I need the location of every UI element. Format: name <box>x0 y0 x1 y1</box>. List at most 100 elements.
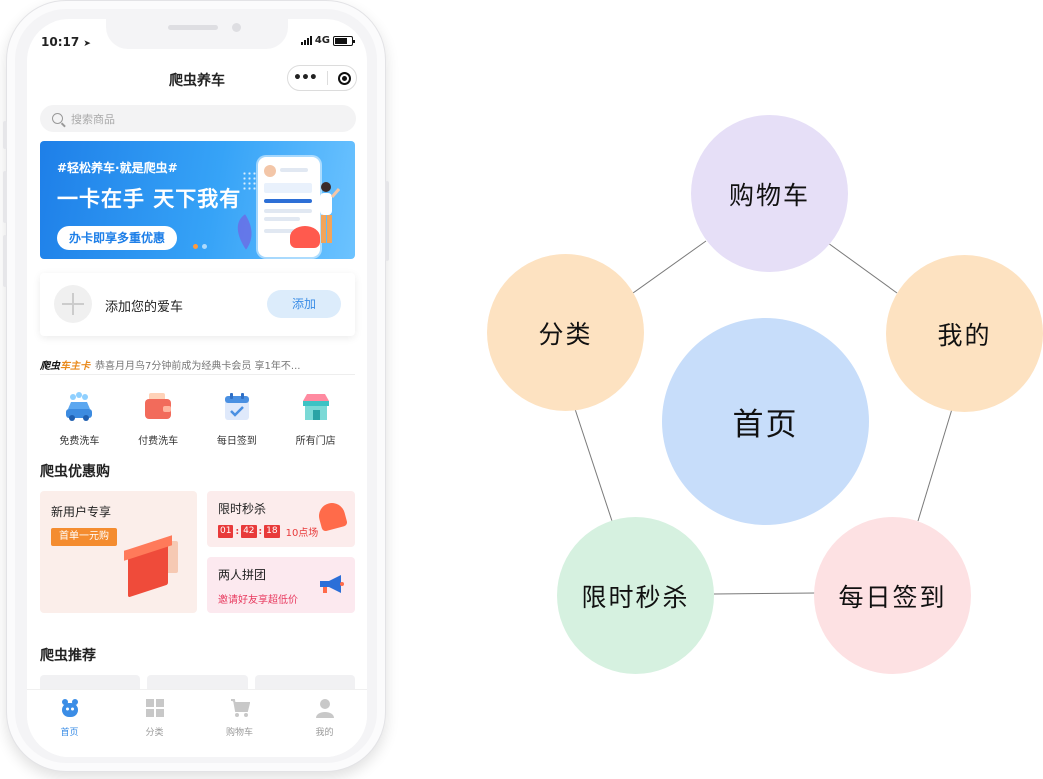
edge-cart-mine <box>827 242 898 294</box>
banner-dot[interactable] <box>202 244 207 249</box>
search-icon <box>52 113 63 124</box>
banner-pagination <box>193 244 207 249</box>
search-input[interactable]: 搜索商品 <box>40 105 356 132</box>
megaphone-icon <box>320 575 344 593</box>
volume-down-button <box>3 235 7 287</box>
notch <box>106 19 288 49</box>
signal-icon <box>300 36 312 45</box>
quick-entry-grid: 免费洗车 付费洗车 每日签到 <box>40 391 355 447</box>
node-flash-sale: 限时秒杀 <box>557 517 714 674</box>
edge-flash-category <box>574 408 613 522</box>
tab-label: 购物车 <box>225 728 253 738</box>
free-wash-icon <box>66 392 93 421</box>
banner-cta-button[interactable]: 办卡即享多重优惠 <box>57 226 178 250</box>
banner-plant-illustration <box>237 214 252 250</box>
add-car-card[interactable]: 添加您的爱车 添加 <box>40 273 355 336</box>
edge-category-cart <box>632 240 707 294</box>
countdown-hours: 01 <box>218 525 234 538</box>
banner-title: 一卡在手 天下我有 <box>57 187 242 211</box>
network-type: 4G <box>314 35 330 46</box>
node-daily-checkin-label: 每日签到 <box>838 582 947 612</box>
more-icon[interactable]: ••• <box>293 70 318 86</box>
banner-person-illustration <box>320 182 340 243</box>
status-time: 10:17 ➤ <box>41 35 91 49</box>
edge-checkin-flash <box>713 592 817 595</box>
mute-switch <box>3 121 7 149</box>
new-user-title: 新用户专享 <box>51 505 112 519</box>
quick-paid-wash[interactable]: 付费洗车 <box>123 391 193 447</box>
group-buy-card[interactable]: 两人拼团 邀请好友享超低价 <box>207 557 355 613</box>
node-mine-label: 我的 <box>937 320 992 350</box>
new-user-deal-card[interactable]: 新用户专享 首单一元购 <box>40 491 197 613</box>
profile-icon <box>315 699 334 718</box>
banner-dot[interactable] <box>193 244 198 249</box>
node-mine: 我的 <box>886 255 1043 412</box>
edge-mine-checkin <box>917 408 953 522</box>
node-cart-label: 购物车 <box>728 180 810 210</box>
power-button <box>385 181 389 261</box>
recommend-section-title: 爬虫推荐 <box>40 648 96 664</box>
node-category-label: 分类 <box>538 319 593 349</box>
quick-label: 每日签到 <box>216 436 257 447</box>
tab-label: 我的 <box>315 728 334 738</box>
tab-home[interactable]: 首页 <box>40 698 100 757</box>
quick-label: 所有门店 <box>295 436 336 447</box>
banner-tag: #轻松养车·就是爬虫# <box>57 161 178 175</box>
tab-cart[interactable]: 购物车 <box>210 698 270 757</box>
add-car-plus-icon[interactable] <box>54 285 92 323</box>
calendar-check-icon <box>224 393 249 420</box>
owner-card-logo: 爬虫车主卡 <box>40 361 90 372</box>
flash-sale-session: 10点场 <box>285 528 319 539</box>
store-icon <box>302 394 329 420</box>
add-car-button[interactable]: 添加 <box>267 290 341 318</box>
quick-label: 付费洗车 <box>138 436 179 447</box>
location-arrow-icon: ➤ <box>83 39 91 49</box>
quick-free-wash[interactable]: 免费洗车 <box>44 391 114 447</box>
banner-money-bag-illustration <box>290 226 320 248</box>
quick-all-stores[interactable]: 所有门店 <box>281 391 351 447</box>
flash-sale-countdown: 01 : 42 : 18 10点场 <box>218 524 318 539</box>
camera <box>232 23 241 32</box>
quick-daily-checkin[interactable]: 每日签到 <box>202 391 272 447</box>
close-mini-program-icon[interactable] <box>337 71 351 85</box>
category-icon <box>145 699 164 717</box>
tab-label: 分类 <box>145 728 164 738</box>
phone-screen: 10:17 ➤ 4G 爬虫养车 ••• 搜索商品 #轻松养车·就是爬虫# 一卡在… <box>27 19 367 757</box>
mini-program-capsule: ••• <box>287 65 357 91</box>
countdown-seconds: 18 <box>264 525 280 538</box>
node-home-label: 首页 <box>732 407 799 443</box>
group-buy-subtitle: 邀请好友享超低价 <box>218 595 298 606</box>
flash-sale-title: 限时秒杀 <box>218 502 267 516</box>
search-placeholder: 搜索商品 <box>71 112 115 126</box>
new-user-tag: 首单一元购 <box>51 528 117 546</box>
home-icon <box>61 699 78 717</box>
app-title: 爬虫养车 <box>169 73 225 89</box>
volume-up-button <box>3 171 7 223</box>
battery-icon <box>333 35 355 46</box>
group-buy-title: 两人拼团 <box>218 568 267 582</box>
quick-label: 免费洗车 <box>59 436 100 447</box>
add-car-label: 添加您的爱车 <box>105 300 184 315</box>
deals-section-title: 爬虫优惠购 <box>40 464 110 480</box>
tab-category[interactable]: 分类 <box>125 698 185 757</box>
tab-profile[interactable]: 我的 <box>295 698 355 757</box>
status-indicators: 4G <box>300 35 355 46</box>
promo-banner[interactable]: #轻松养车·就是爬虫# 一卡在手 天下我有 办卡即享多重优惠 <box>40 141 355 259</box>
alarm-bell-icon <box>316 500 348 532</box>
node-cart: 购物车 <box>691 115 848 272</box>
wallet-icon <box>145 393 172 419</box>
flash-sale-card[interactable]: 限时秒杀 01 : 42 : 18 10点场 <box>207 491 355 547</box>
membership-ticker[interactable]: 爬虫车主卡 恭喜月月鸟7分钟前成为经典卡会员 享1年不... <box>40 355 355 375</box>
node-daily-checkin: 每日签到 <box>814 517 971 674</box>
tab-label: 首页 <box>60 728 79 738</box>
banner-dot-grid <box>242 171 258 191</box>
node-home: 首页 <box>662 318 869 525</box>
tab-bar: 首页 分类 购物车 我的 <box>27 689 367 757</box>
speaker <box>168 25 218 30</box>
countdown-colon: : <box>235 526 240 537</box>
countdown-colon: : <box>258 526 263 537</box>
ticker-text: 恭喜月月鸟7分钟前成为经典卡会员 享1年不... <box>95 361 301 372</box>
node-flash-sale-label: 限时秒杀 <box>581 582 690 612</box>
phone-frame: 10:17 ➤ 4G 爬虫养车 ••• 搜索商品 #轻松养车·就是爬虫# 一卡在… <box>3 0 389 772</box>
